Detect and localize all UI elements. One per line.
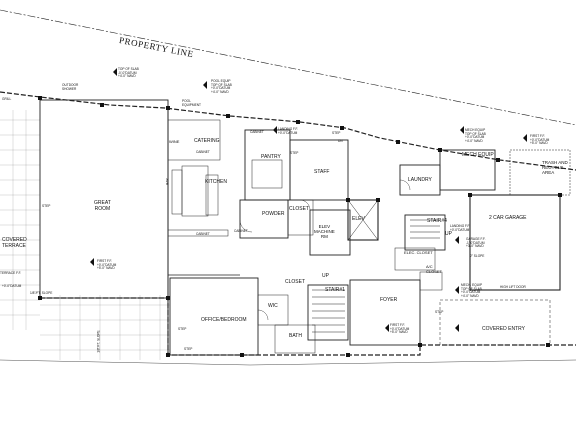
ac-closet (419, 271, 443, 291)
first-ff-note-2: FIRST F.F. +0'-0"DATUM +5'-0" NAVD (97, 259, 117, 271)
step-label-2: STEP (290, 151, 299, 155)
cabinet-label-4: CABINET (234, 229, 248, 233)
cabinet-run (167, 229, 229, 237)
covered-entry (439, 299, 551, 346)
slope-label-2: 1/8"/FT. SLOPE (96, 330, 101, 353)
closet-label-2: CLOSET (285, 279, 306, 285)
cabinet-label-3: CABINET (196, 232, 210, 236)
high-lift-door-label: HIGH LIFT DOOR (500, 285, 526, 289)
up-label-2: UP (322, 273, 329, 279)
pantry-label: PANTRY (261, 154, 281, 160)
exterior-wall-south (40, 297, 576, 356)
pool-equip-note: POOL EQUIP TOP OF SLAB +0'-0"DATUM +4'-0… (211, 79, 232, 94)
kitchen-island (181, 165, 209, 217)
foyer-room (349, 279, 421, 346)
covered-entry-label: COVERED ENTRY (482, 326, 525, 332)
top-of-slab-note: TOP OF SLAB -0'-0"DATUM +4'-0" NAVD (118, 67, 139, 79)
slope-label-3: 2" SLOPE (470, 254, 485, 258)
landing-ff-note: LANDING F.F. +0'-0"DATUM (278, 127, 299, 135)
step-label-3: STEP (42, 204, 51, 208)
wic-room (257, 294, 289, 326)
elev-machine-room (309, 209, 351, 256)
cabinet-label-2: CABINET (250, 130, 264, 134)
terrace-ff-label: TERRACE F.F. (0, 271, 22, 275)
closet-label-1: CLOSET (289, 206, 310, 212)
pantry-inner (251, 159, 283, 189)
pool-equipment-label: POOL EQUIPMENT (182, 99, 201, 107)
first-ff-note-1: FIRST F.F. +0'-0"DATUM +5'-0" NAVD (530, 134, 550, 146)
garage-ff-note: GARAGE F.F. -1'-0"DATUM +3'-0" NAVD (466, 237, 486, 249)
stair-4-label: STAIR#4 (427, 218, 447, 224)
laundry-label: LAUNDRY (408, 177, 432, 183)
bar-label: BAR (165, 178, 170, 185)
bar-counter (171, 169, 183, 215)
foyer-label: FOYER (380, 297, 398, 303)
outdoor-shower-label: OUTDOOR SHOWER (62, 83, 79, 91)
first-ff-note-3: FIRST F.F. +0'-0"DATUM +5'-0" NAVD (390, 323, 410, 335)
staff-label: STAFF (314, 169, 330, 175)
elev-machine-label: ELEV MACHINE RM (314, 224, 335, 239)
powder-label: POWDER (262, 211, 285, 217)
bath-room (274, 324, 316, 354)
wine-label: WINE (169, 139, 180, 144)
stair-4 (404, 214, 446, 251)
step-label-5: STEP (184, 347, 193, 351)
datum-left-label: +0'-0"DATUM (2, 284, 22, 288)
mech-equip-room (439, 149, 496, 191)
grill-label: GRILL (2, 97, 12, 101)
terrace-paving-grid (0, 110, 170, 360)
catering-label: CATERING (194, 138, 220, 144)
step-label-6: STEP (435, 310, 444, 314)
bath-label: BATH (289, 333, 302, 339)
step-label-1: STEP (332, 131, 341, 135)
cabinet-label-1: CABINET (196, 150, 210, 154)
office-bedroom-label: OFFICE/BEDROOM (201, 317, 247, 323)
mech-equip-label: MECH EQUIP (462, 152, 494, 158)
kitchen-label: KITCHEN (205, 179, 227, 185)
elev-label: ELEV (352, 216, 365, 222)
elec-closet (394, 247, 436, 271)
catering-room (167, 119, 221, 161)
trash-recycle-label: TRASH AND RECYCLE AREA (542, 160, 568, 175)
great-room-label: GREAT ROOM (94, 200, 111, 212)
elevation-markers (90, 68, 527, 332)
dn-label: DN (338, 139, 343, 143)
elevator-shaft (347, 199, 379, 241)
stair-1-label: STAIR#1 (325, 287, 345, 293)
mech-equip-note: MECH EQUIP TOP OF SLAB +0'-0"DATUM +4'-0… (465, 128, 486, 143)
slope-label-1: 1/8"/FT. SLOPE (30, 291, 53, 295)
mech-equip-note-2: MECH. EQUIP TOP OF SLAB +0'-0"DATUM +4'-… (461, 283, 483, 298)
column-markers (38, 96, 562, 357)
staff-room (289, 139, 349, 201)
step-label-4: STEP (178, 327, 187, 331)
ac-closet-label: A/C CLOSET (426, 264, 443, 274)
wic-label: WIC (268, 303, 278, 309)
landing-ff-note-2: LANDING F.F. +0'-0"DATUM (450, 224, 471, 232)
up-label-1: UP (445, 231, 452, 237)
kitchen-island-inner (205, 174, 219, 216)
property-line (0, 9, 576, 126)
stair-1 (307, 284, 349, 341)
two-car-garage-label: 2 CAR GARAGE (489, 215, 527, 221)
covered-terrace-label: COVERED TERRACE (2, 237, 27, 249)
elec-closet-label: ELEC. CLOSET (404, 250, 433, 255)
